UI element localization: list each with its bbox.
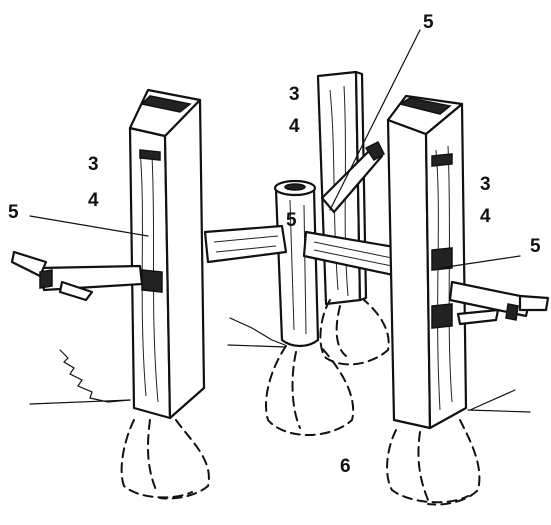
ground-lines (29, 317, 531, 413)
label-mid-3: 3 (289, 84, 300, 105)
label-right-4: 4 (480, 206, 491, 227)
center-pole (265, 179, 355, 436)
label-top-5: 5 (423, 12, 434, 33)
label-left-5: 5 (8, 202, 19, 223)
label-mid-4: 4 (289, 116, 300, 137)
left-arm (203, 224, 288, 264)
label-center-5: 5 (286, 210, 297, 231)
right-outer-arm (448, 280, 550, 326)
right-post (386, 94, 481, 506)
label-right-5: 5 (530, 236, 541, 257)
left-outer-arm (10, 250, 144, 302)
back-post (316, 70, 390, 366)
label-right-3: 3 (480, 174, 491, 195)
label-bottom-6: 6 (340, 456, 351, 477)
leader-lines (29, 29, 521, 269)
label-left-3: 3 (88, 154, 99, 175)
left-post (120, 88, 210, 500)
label-left-4: 4 (88, 190, 99, 211)
